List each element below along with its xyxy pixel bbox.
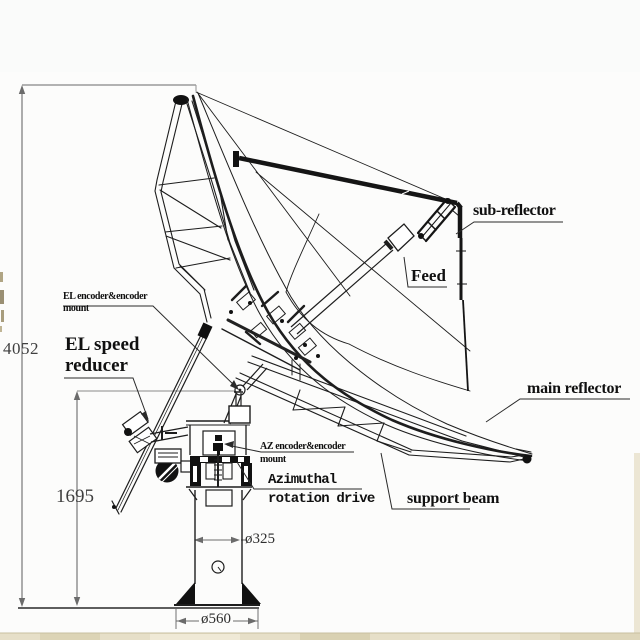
label-az-encoder-line2: mount	[260, 454, 286, 465]
main-reflector-profile	[186, 91, 533, 462]
dimension-overall-height: 4052	[3, 339, 39, 358]
dimension-mount-height: 1695	[56, 486, 94, 507]
label-az-encoder-mount: AZ encoder&encoder mount	[260, 440, 346, 466]
label-el-speed-reducer: EL speed reducer	[65, 334, 139, 376]
label-support-beam: support beam	[407, 490, 500, 507]
label-el-encoder-mount: EL encoder&encoder mount	[63, 291, 148, 315]
label-el-encoder-line2: mount	[63, 303, 89, 314]
leader-lines	[63, 221, 630, 510]
el-speed-reducer-unit	[121, 410, 189, 454]
edge-artifacts	[0, 272, 640, 640]
label-sub-reflector: sub-reflector	[473, 202, 556, 219]
label-el-speed-line1: EL speed	[65, 334, 140, 355]
hub-assembly	[221, 284, 320, 381]
azimuth-pedestal	[154, 391, 252, 501]
label-el-encoder-line1: EL encoder&encoder	[63, 291, 148, 302]
label-azimuthal-rotation-drive: Azimuthal rotation drive	[268, 471, 375, 508]
label-az-drive-line1: Azimuthal	[268, 472, 337, 488]
reflector-back-truss	[154, 95, 255, 323]
label-main-reflector: main reflector	[527, 380, 622, 397]
dimension-column-diameter: ø325	[245, 531, 275, 547]
reflector-support-truss	[235, 355, 532, 464]
label-az-encoder-line1: AZ encoder&encoder	[260, 441, 346, 452]
elevation-jack	[111, 322, 213, 515]
dimension-base-diameter: ø560	[199, 611, 233, 628]
label-az-drive-line2: rotation drive	[268, 490, 375, 507]
pedestal-tower	[174, 489, 261, 606]
sub-reflector-assembly	[416, 197, 460, 243]
label-el-speed-line2: reducer	[65, 355, 128, 376]
label-feed: Feed	[411, 266, 446, 285]
feed-horn	[290, 223, 415, 335]
feed-support-beam	[233, 151, 469, 392]
scan-tint	[0, 0, 640, 72]
dimension-annotations	[18, 84, 259, 629]
